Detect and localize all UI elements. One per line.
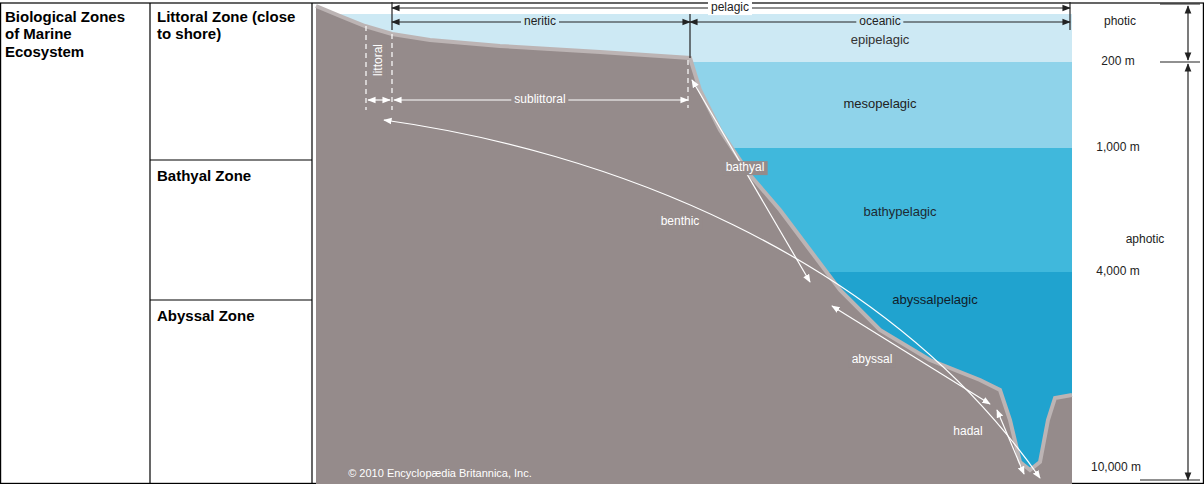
zone-label: hadal — [950, 425, 985, 439]
zone-label: bathypelagic — [864, 205, 937, 220]
zone-label: neritic — [521, 15, 559, 29]
zone-label: abyssalpelagic — [892, 293, 977, 308]
zone-label: littoral — [372, 41, 386, 79]
zone-label: mesopelagic — [844, 97, 917, 112]
zone-label: epipelagic — [851, 33, 910, 48]
zone-label: aphotic — [1126, 233, 1165, 247]
zone-arrows — [392, 2, 1070, 58]
table-cell: Abyssal Zone — [157, 307, 307, 324]
zone-label: abyssal — [849, 353, 896, 367]
zone-label: photic — [1104, 15, 1136, 29]
sea-floor — [316, 6, 1072, 484]
zone-label: bathyal — [723, 161, 768, 175]
zone-label: oceanic — [856, 15, 903, 29]
zone-label: benthic — [658, 215, 703, 229]
table-cell: Bathyal Zone — [157, 167, 307, 184]
depth-label: 1,000 m — [1096, 141, 1139, 155]
table-grid — [1, 3, 1204, 484]
depth-label: 200 m — [1101, 55, 1134, 69]
zone-label: pelagic — [708, 1, 752, 15]
depth-label: 4,000 m — [1096, 265, 1139, 279]
zone-label: sublittoral — [511, 93, 568, 107]
sediment-edge — [316, 6, 1072, 470]
table-cell: Littoral Zone (close to shore) — [157, 8, 307, 43]
copyright-note: © 2010 Encyclopædia Britannica, Inc. — [348, 467, 532, 480]
littoral-markers — [366, 26, 1040, 478]
table-heading: Biological Zones of Marine Ecosystem — [5, 8, 137, 60]
depth-label: 10,000 m — [1091, 461, 1141, 475]
